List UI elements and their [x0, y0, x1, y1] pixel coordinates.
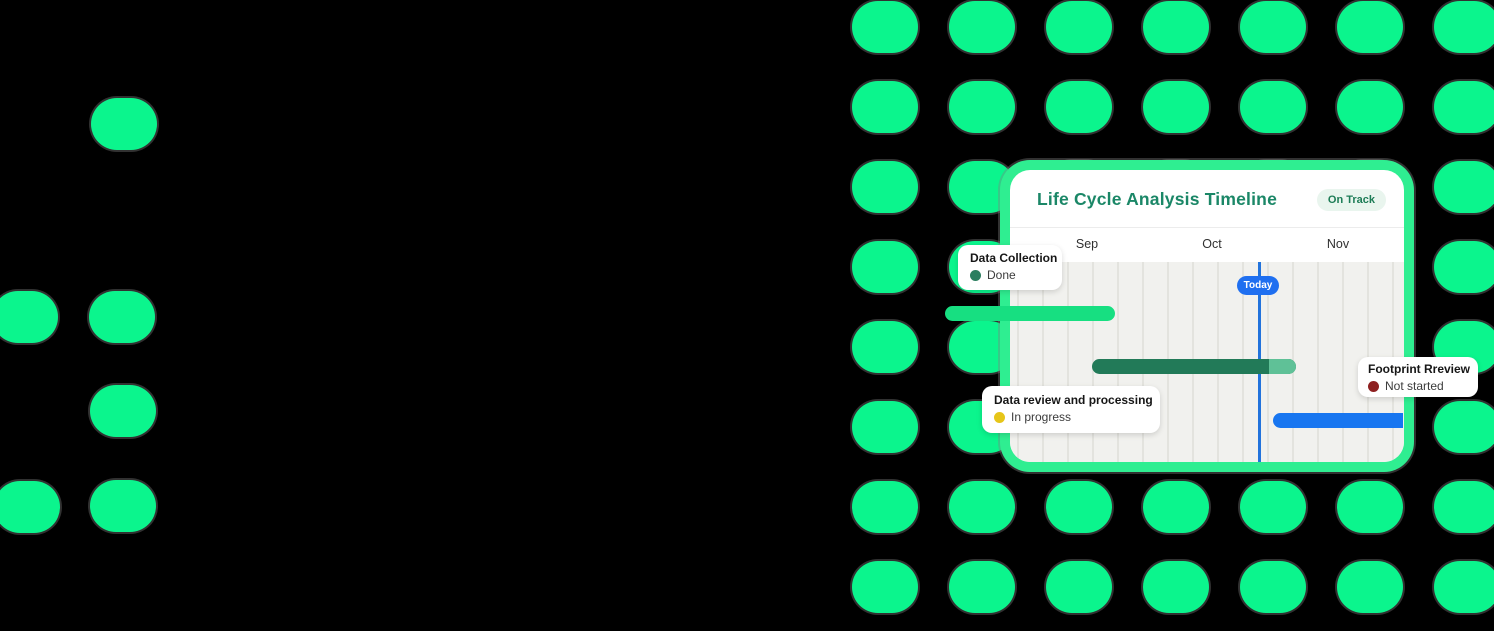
decorative-blob — [1143, 481, 1209, 533]
decorative-blob — [1434, 481, 1494, 533]
decorative-blob — [1046, 81, 1112, 133]
decorative-blob — [1046, 561, 1112, 613]
decorative-blob — [1337, 481, 1403, 533]
decorative-blob — [852, 81, 918, 133]
decorative-blob — [90, 385, 156, 437]
task-name: Footprint Rreview — [1368, 362, 1471, 376]
decorative-blob — [1046, 1, 1112, 53]
task-name: Data review and processing — [994, 393, 1153, 407]
decorative-blob — [852, 481, 918, 533]
decorative-blob — [1434, 161, 1494, 213]
status-dot-not-started — [1368, 380, 1379, 392]
status-dot-done — [970, 269, 981, 281]
decorative-blob — [1143, 561, 1209, 613]
decorative-blob — [90, 480, 156, 532]
decorative-blob — [89, 291, 155, 343]
decorative-blob — [1434, 81, 1494, 133]
decorative-blob — [1337, 561, 1403, 613]
decorative-blob — [1143, 81, 1209, 133]
today-pill: Today — [1237, 276, 1279, 295]
decorative-blob — [1434, 561, 1494, 613]
decorative-blob — [1240, 1, 1306, 53]
decorative-blob — [91, 98, 157, 150]
month-label-sep: Sep — [1075, 237, 1099, 251]
decorative-blob — [1337, 81, 1403, 133]
decorative-blob — [1240, 81, 1306, 133]
decorative-blob — [1240, 561, 1306, 613]
status-badge: On Track — [1316, 189, 1386, 211]
task-label-footprint-review: Footprint Rreview Not started — [1353, 352, 1483, 402]
decorative-blob — [1337, 1, 1403, 53]
month-label-nov: Nov — [1326, 237, 1350, 251]
task-label-data-collection: Data Collection Done — [953, 240, 1067, 295]
decorative-blob — [949, 81, 1015, 133]
decorative-blob — [0, 481, 60, 533]
decorative-blob — [0, 291, 58, 343]
task-name: Data Collection — [970, 251, 1058, 265]
task-status: Done — [987, 268, 1016, 282]
decorative-blob — [852, 241, 918, 293]
decorative-blob — [949, 1, 1015, 53]
gantt-bar-data-review-remaining — [1269, 359, 1296, 374]
card-title: Life Cycle Analysis Timeline — [1037, 189, 1278, 209]
decorative-blob — [1434, 401, 1494, 453]
decorative-blob — [852, 401, 918, 453]
gantt-bar-data-review[interactable] — [1092, 359, 1296, 374]
task-status: In progress — [1011, 410, 1072, 424]
decorative-blob — [1240, 481, 1306, 533]
decorative-blob — [1143, 1, 1209, 53]
header-divider — [1010, 227, 1404, 228]
decorative-blob — [1046, 481, 1112, 533]
decorative-blob — [852, 161, 918, 213]
task-label-data-review: Data review and processing In progress — [977, 381, 1165, 438]
decorative-blob — [949, 481, 1015, 533]
gantt-bar-footprint-review[interactable] — [1273, 413, 1403, 428]
month-label-oct: Oct — [1202, 237, 1222, 251]
status-dot-in-progress — [994, 411, 1005, 423]
gantt-bar-data-collection[interactable] — [945, 306, 1115, 321]
decorative-blob — [949, 561, 1015, 613]
decorative-blob — [852, 321, 918, 373]
decorative-blob — [1434, 1, 1494, 53]
decorative-blob — [852, 561, 918, 613]
decorative-blob — [852, 1, 918, 53]
decorative-blob — [1434, 241, 1494, 293]
task-status: Not started — [1385, 379, 1444, 393]
